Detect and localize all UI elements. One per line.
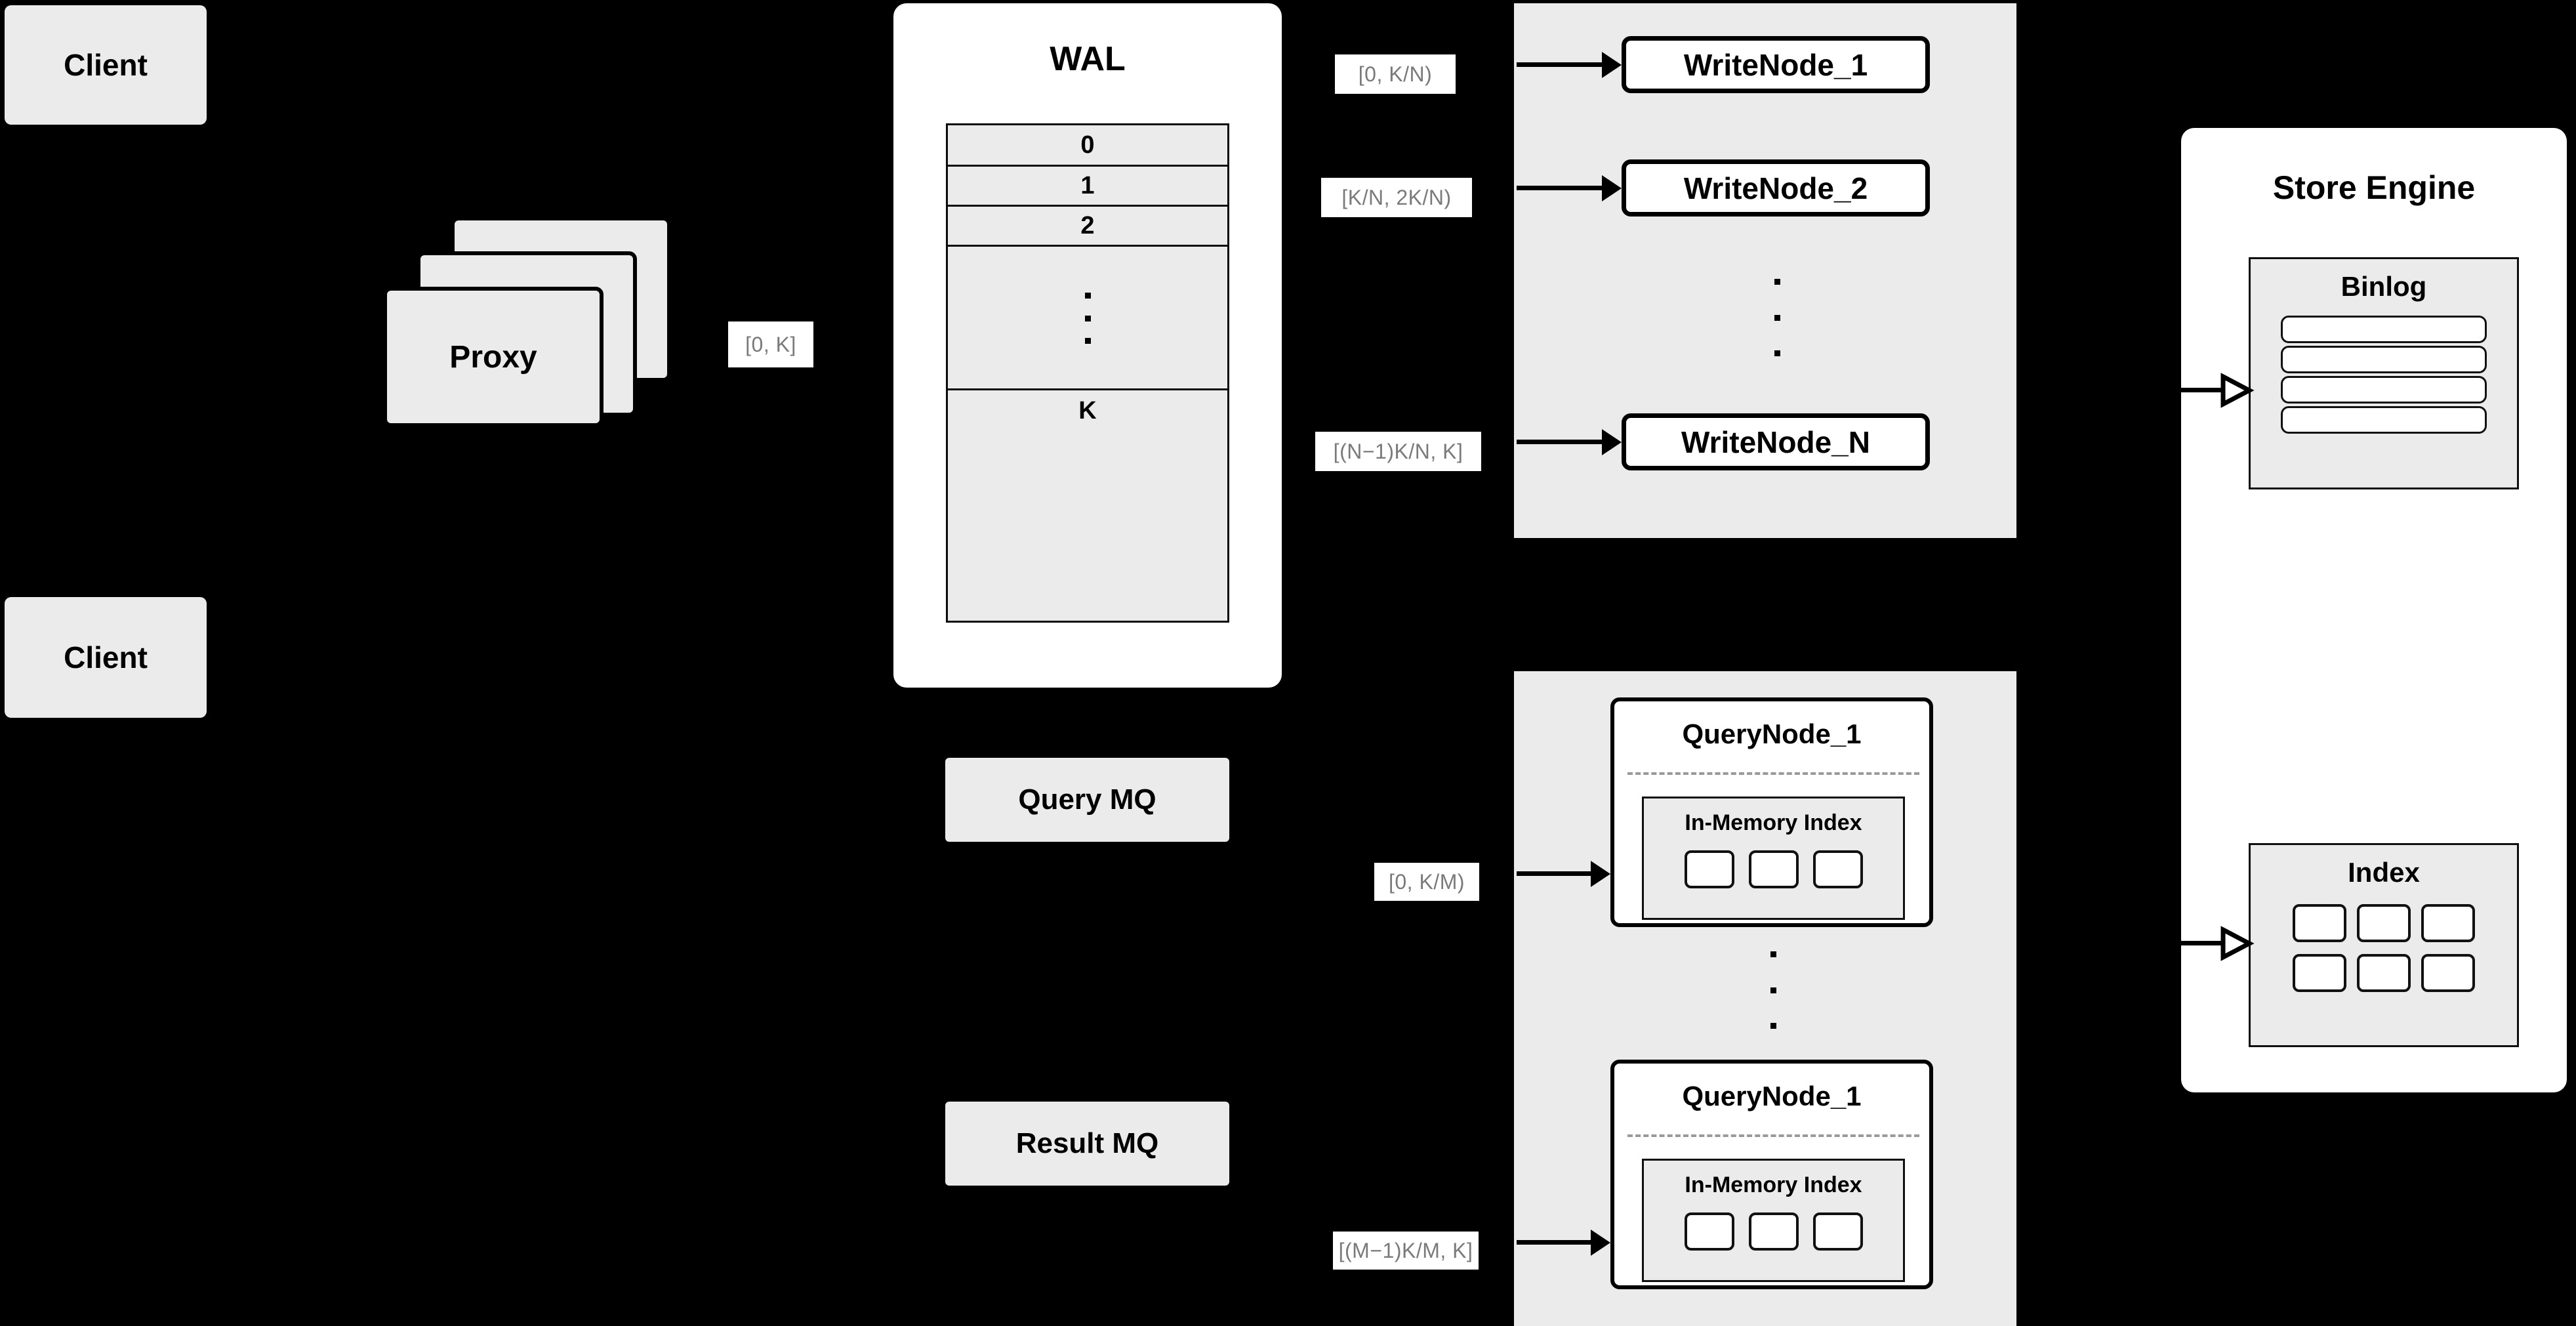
range-label-text: [(M−1)K/M, K]: [1338, 1238, 1473, 1262]
index-segment[interactable]: [1812, 1212, 1863, 1251]
range-label-text: [0, K/M): [1388, 869, 1465, 894]
query-node-m[interactable]: QueryNode_1 In-Memory Index: [1610, 1060, 1933, 1289]
in-memory-index-box: In-Memory Index: [1642, 1159, 1905, 1282]
index-cell[interactable]: [2357, 954, 2411, 992]
range-label-text: [0, K/N): [1358, 62, 1433, 86]
index-segment[interactable]: [1684, 1212, 1734, 1251]
index-box: Index: [2249, 843, 2519, 1047]
index-cell[interactable]: [2357, 904, 2411, 942]
query-mq-box[interactable]: Query MQ: [945, 758, 1229, 842]
arrow-to-write-node-n: [1517, 440, 1605, 444]
write-node-1[interactable]: WriteNode_1: [1622, 36, 1930, 93]
write-node-label: WriteNode_2: [1683, 171, 1868, 205]
binlog-entry[interactable]: [2281, 346, 2487, 373]
binlog-title: Binlog: [2341, 271, 2427, 302]
index-cell[interactable]: [2421, 904, 2475, 942]
query-node-label: QueryNode_1: [1682, 1081, 1862, 1111]
wal-title: WAL: [1050, 40, 1126, 78]
arrow-to-write-node-1: [1517, 62, 1605, 67]
write-node-n[interactable]: WriteNode_N: [1622, 413, 1930, 470]
client-label: Client: [64, 640, 148, 674]
index-segment[interactable]: [1812, 850, 1863, 888]
range-label-write-node-2: [K/N, 2K/N): [1321, 178, 1472, 217]
index-cell[interactable]: [2421, 954, 2475, 992]
in-memory-index-box: In-Memory Index: [1642, 797, 1905, 920]
range-label-text: [0, K]: [745, 332, 796, 356]
in-memory-index-label: In-Memory Index: [1685, 810, 1862, 835]
wal-row-ellipsis: [948, 247, 1227, 390]
open-arrowhead-icon: [2220, 925, 2255, 961]
arrow-to-query-node-m: [1517, 1240, 1593, 1245]
arrow-to-index: [2181, 925, 2255, 961]
query-node-1[interactable]: QueryNode_1 In-Memory Index: [1610, 697, 1933, 927]
index-cell[interactable]: [2293, 904, 2346, 942]
query-nodes-vertical-ellipsis: [1769, 951, 1777, 1029]
client-box-1[interactable]: Client: [5, 5, 207, 125]
open-arrowhead-icon: [2220, 372, 2255, 408]
binlog-box: Binlog: [2249, 257, 2519, 489]
store-engine-title: Store Engine: [2272, 169, 2476, 206]
index-segment[interactable]: [1684, 850, 1734, 888]
proxy-label: Proxy: [449, 339, 537, 375]
query-node-divider: [1627, 772, 1919, 775]
wal-row[interactable]: 0: [948, 125, 1227, 167]
range-label-write-node-n: [(N−1)K/N, K]: [1315, 432, 1481, 471]
arrow-to-binlog: [2181, 372, 2255, 408]
query-node-label: QueryNode_1: [1682, 718, 1862, 749]
wal-table: 0 1 2 K: [946, 123, 1229, 623]
range-label-text: [K/N, 2K/N): [1341, 185, 1452, 209]
write-node-label: WriteNode_1: [1683, 47, 1868, 82]
binlog-entry[interactable]: [2281, 376, 2487, 404]
wal-vertical-ellipsis: [1085, 293, 1091, 344]
index-cell[interactable]: [2293, 954, 2346, 992]
index-segment[interactable]: [1748, 850, 1799, 888]
index-segment[interactable]: [1748, 1212, 1799, 1251]
client-label: Client: [64, 48, 148, 82]
wal-row[interactable]: 1: [948, 167, 1227, 207]
query-node-divider: [1627, 1134, 1919, 1137]
proxy-card-front[interactable]: Proxy: [383, 287, 603, 427]
query-mq-label: Query MQ: [1018, 783, 1156, 816]
in-memory-index-label: In-Memory Index: [1685, 1172, 1862, 1197]
wal-row[interactable]: K: [1078, 397, 1097, 425]
range-label-query-node-1: [0, K/M): [1374, 863, 1479, 901]
wal-row[interactable]: 2: [948, 207, 1227, 247]
write-node-label: WriteNode_N: [1681, 425, 1870, 459]
range-label-query-node-m: [(M−1)K/M, K]: [1333, 1232, 1479, 1270]
binlog-entry[interactable]: [2281, 406, 2487, 434]
range-label-write-node-1: [0, K/N): [1335, 54, 1456, 94]
range-label-proxy-to-wal: [0, K]: [728, 321, 813, 367]
index-title: Index: [2348, 857, 2420, 888]
range-label-text: [(N−1)K/N, K]: [1333, 439, 1463, 463]
write-node-2[interactable]: WriteNode_2: [1622, 159, 1930, 217]
arrow-to-query-node-1: [1517, 871, 1593, 876]
client-box-2[interactable]: Client: [5, 597, 207, 718]
write-nodes-vertical-ellipsis: [1773, 279, 1781, 356]
result-mq-box[interactable]: Result MQ: [945, 1102, 1229, 1186]
result-mq-label: Result MQ: [1015, 1127, 1159, 1159]
arrow-to-write-node-2: [1517, 186, 1605, 190]
binlog-entry[interactable]: [2281, 316, 2487, 343]
